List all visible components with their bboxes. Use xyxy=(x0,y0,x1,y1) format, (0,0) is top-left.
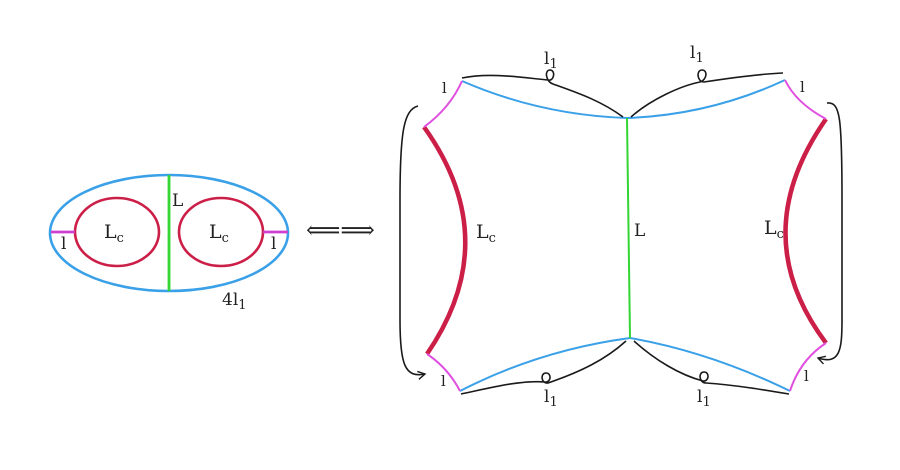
gluing-bottom-left xyxy=(460,340,627,395)
right-cuff-arc xyxy=(783,117,828,345)
right-polygon: L Lc Lc l l l l l1 l1 l1 l1 xyxy=(399,43,843,410)
edge-label-bottom-right: l1 xyxy=(697,387,711,410)
corner-label-top-left: l xyxy=(442,79,447,97)
gluing-top-right xyxy=(630,69,784,118)
corner-arc-top-left xyxy=(423,80,463,128)
corner-label-top-right: l xyxy=(800,78,805,96)
gluing-bottom-right xyxy=(633,340,790,395)
left-arc-label: l xyxy=(61,234,66,254)
corner-label-bottom-left: l xyxy=(441,372,446,390)
gluing-arrow-right xyxy=(816,102,843,365)
outer-length-label: 4l1 xyxy=(222,290,247,313)
seam-label: L xyxy=(172,191,183,211)
bottom-left-boundary xyxy=(459,337,631,392)
corner-arc-bottom-left xyxy=(426,353,461,392)
top-left-boundary xyxy=(461,80,628,119)
gluing-top-left xyxy=(461,69,624,118)
seam-line xyxy=(626,117,631,339)
edge-label-top-left: l1 xyxy=(544,49,558,72)
left-cuff-arc xyxy=(422,125,468,356)
equivalence-arrow: ⟸⟹ xyxy=(306,216,375,244)
right-cuff-label: Lc xyxy=(209,221,229,246)
edge-label-bottom-left: l1 xyxy=(544,387,558,410)
bottom-right-boundary xyxy=(629,337,791,392)
top-right-boundary xyxy=(626,79,786,119)
edge-label-top-right: l1 xyxy=(690,43,704,66)
corner-arc-top-right xyxy=(784,79,827,120)
seam-label: L xyxy=(634,221,645,241)
right-cuff-label: Lc xyxy=(764,217,784,242)
corner-label-bottom-right: l xyxy=(804,367,809,385)
left-cuff-label: Lc xyxy=(104,221,124,246)
left-cuff-label: Lc xyxy=(476,221,496,246)
gluing-arrow-left xyxy=(399,105,427,380)
right-arc-label: l xyxy=(271,234,276,254)
corner-arc-bottom-right xyxy=(789,342,827,392)
left-surface: L Lc Lc l l 4l1 xyxy=(48,173,290,313)
